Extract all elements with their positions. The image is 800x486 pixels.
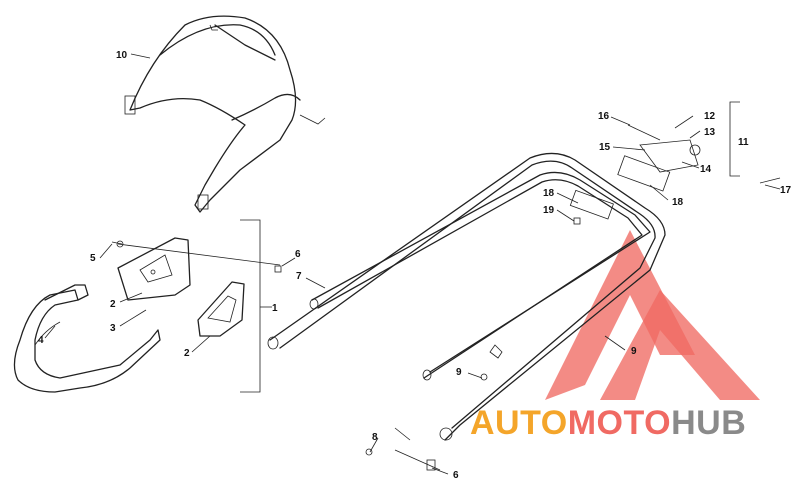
callout-15: 15: [599, 142, 611, 153]
callout-2a: 2: [110, 299, 116, 310]
callout-9a: 9: [456, 367, 462, 378]
watermark-logo: [545, 230, 760, 400]
callout-6b: 6: [453, 470, 459, 481]
callout-3: 3: [110, 323, 116, 334]
bumper-part: [13, 284, 161, 393]
callout-18b: 18: [672, 197, 684, 208]
bracket-left: [117, 237, 191, 301]
callout-6a: 6: [295, 249, 301, 260]
callout-16: 16: [598, 111, 610, 122]
callout-19: 19: [543, 205, 555, 216]
watermark-part-3: HUB: [671, 404, 746, 442]
callout-2b: 2: [184, 348, 190, 359]
callout-5: 5: [90, 253, 96, 264]
watermark-text: AUTOMOTOHUB: [470, 404, 746, 442]
callout-7: 7: [296, 271, 302, 282]
windshield-part: [124, 15, 326, 213]
callout-18a: 18: [543, 188, 555, 199]
callout-labels: 10 5 2 3 4 2 1 6 7 16 12 13 11 15 14 17 …: [38, 50, 792, 481]
callout-1: 1: [272, 303, 278, 314]
callout-13: 13: [704, 127, 716, 138]
callout-11: 11: [738, 137, 749, 148]
callout-4: 4: [38, 335, 44, 346]
callout-12: 12: [704, 111, 716, 122]
rail-tube: [309, 171, 651, 381]
callout-8: 8: [372, 432, 378, 443]
watermark-part-2: MOTO: [568, 404, 671, 442]
callout-9b: 9: [631, 346, 637, 357]
callout-17: 17: [780, 185, 792, 196]
watermark-part-1: AUTO: [470, 404, 568, 442]
bracket-right: [197, 281, 245, 337]
handlebar-tube: [267, 152, 666, 441]
callout-10: 10: [116, 50, 128, 61]
callout-14: 14: [700, 164, 712, 175]
leader-lines: [44, 53, 781, 475]
